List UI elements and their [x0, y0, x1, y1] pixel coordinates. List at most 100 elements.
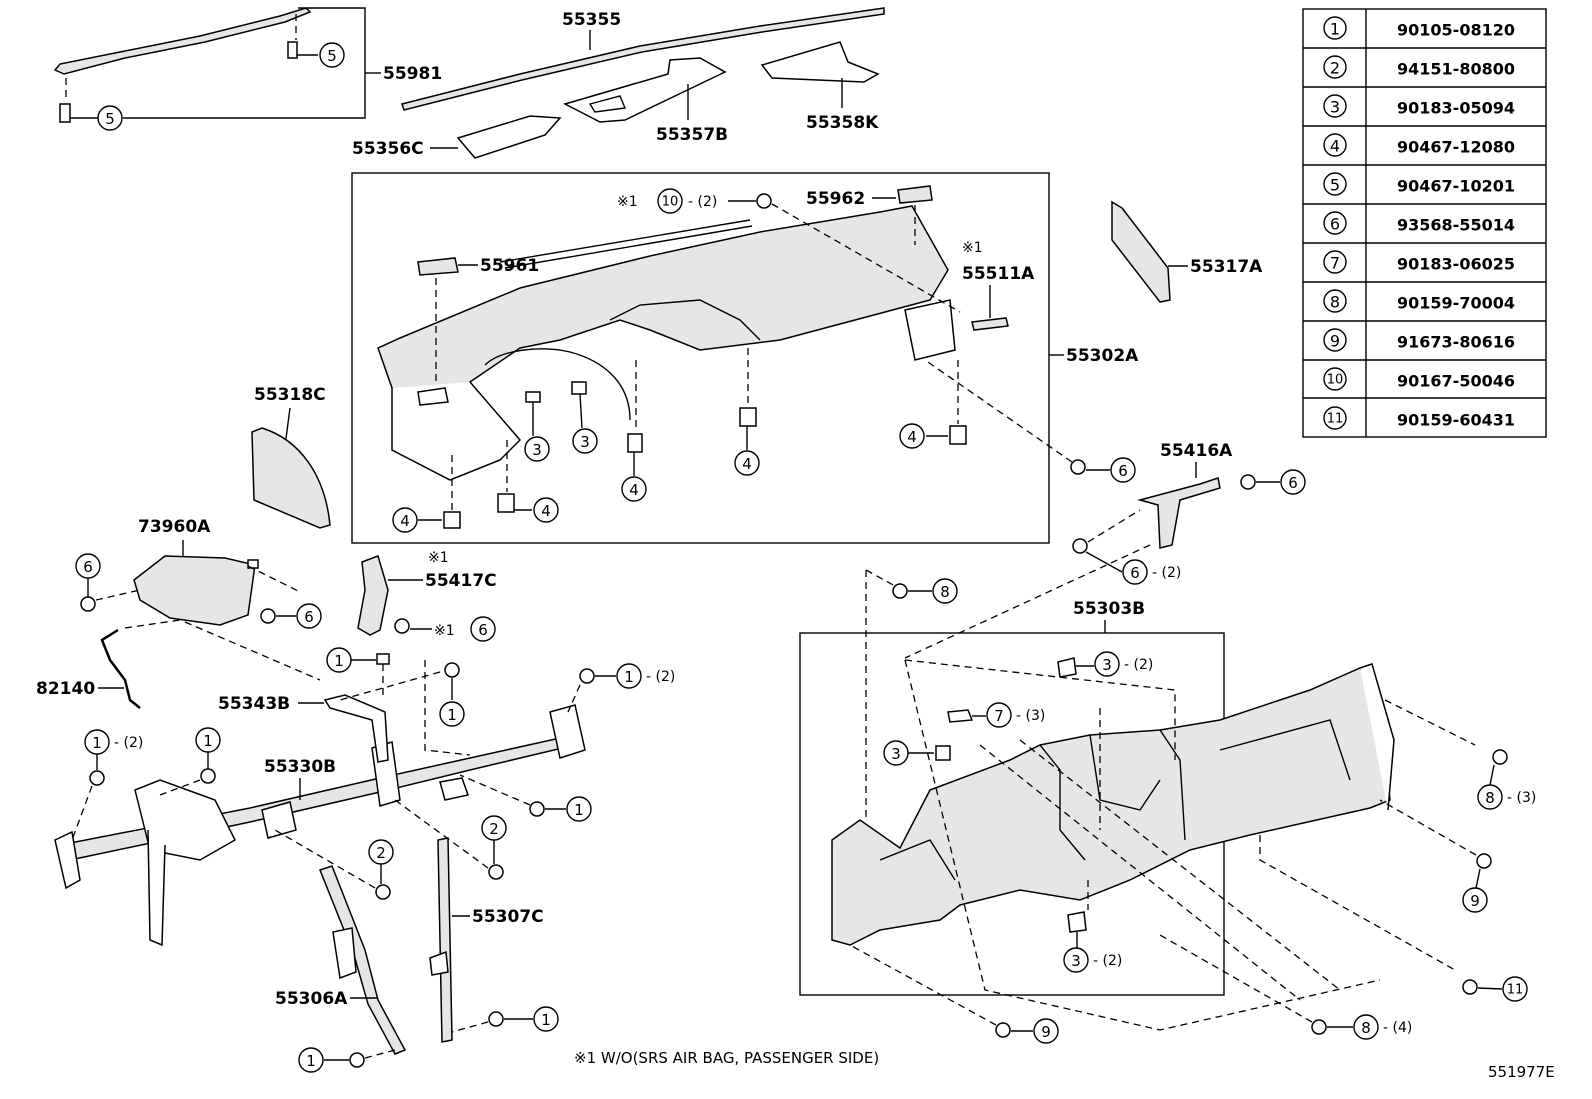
- part-label-55330B: 55330B: [264, 757, 336, 777]
- bolt-icon: [1492, 749, 1508, 765]
- reinforcement-part: [831, 667, 1391, 946]
- clip-icon: [497, 493, 515, 513]
- group-55981: 55981 5 5: [53, 7, 442, 131]
- callout-6: 6: [478, 621, 488, 639]
- clip-icon: [571, 381, 587, 395]
- group-55307C: 55307C 1: [429, 837, 559, 1043]
- note-mark: ※1: [617, 194, 638, 210]
- part-label-82140: 82140: [36, 679, 95, 699]
- callout-8: 8: [1485, 789, 1495, 807]
- ref-circle: [1323, 211, 1347, 235]
- callout-3: 3: [580, 433, 590, 451]
- part-label-55306A: 55306A: [275, 989, 348, 1009]
- part-label-55355: 55355: [562, 10, 621, 30]
- part-label-55356C: 55356C: [352, 139, 424, 159]
- callout-1: 1: [541, 1011, 551, 1029]
- clip-icon: [1067, 911, 1087, 933]
- part-label-55417C: 55417C: [425, 571, 497, 591]
- callout-11: 11: [1507, 983, 1524, 998]
- callout-qty: - (2): [1152, 565, 1181, 581]
- callout-6: 6: [1288, 474, 1298, 492]
- part-number: 90467-10201: [1397, 177, 1515, 196]
- callout-1: 1: [203, 732, 213, 750]
- callout-group-right: 8 - (3) 9 11 8 - (4) 9: [849, 749, 1536, 1044]
- callout-qty: - (2): [1093, 953, 1122, 969]
- group-82140: 82140: [36, 619, 181, 709]
- part-label-55511A: 55511A: [962, 264, 1035, 284]
- pad-part: [456, 115, 562, 159]
- ref-number: 6: [1330, 215, 1340, 234]
- callout-8: 8: [940, 583, 950, 601]
- ref-circle: [1323, 55, 1347, 79]
- group-55358K: 55358K: [760, 41, 880, 133]
- part-number: 91673-80616: [1397, 333, 1515, 352]
- part-label-55416A: 55416A: [1160, 441, 1233, 461]
- bolt-icon: [1476, 853, 1492, 869]
- clip-icon: [627, 433, 643, 453]
- bolt-icon: [995, 1022, 1011, 1038]
- group-73960A: 73960A 6 6: [75, 517, 322, 681]
- ref-number: 7: [1330, 254, 1340, 273]
- part-label-55981: 55981: [383, 64, 442, 84]
- callout-9: 9: [1041, 1023, 1051, 1041]
- ref-circle: [1323, 16, 1347, 40]
- bolt-icon: [200, 768, 216, 784]
- bolt-icon: [1070, 459, 1086, 475]
- callout-qty: - (2): [688, 194, 717, 210]
- callout-10: 10: [662, 195, 679, 210]
- strip-part: [401, 7, 885, 111]
- clip-icon: [1057, 657, 1077, 678]
- ref-number: 8: [1330, 293, 1340, 312]
- group-55330B: 55330B 55343B 1 1 1 - (2) 1 - (2) 1 1: [54, 647, 675, 947]
- part-label-55307C: 55307C: [472, 907, 544, 927]
- callout-qty: - (2): [646, 669, 675, 685]
- bolt-icon: [376, 653, 390, 665]
- ref-number: 9: [1330, 332, 1340, 351]
- part-label-55318C: 55318C: [254, 385, 326, 405]
- ref-number: 1: [1330, 20, 1340, 39]
- clip-icon: [935, 745, 951, 761]
- note-mark: ※1: [434, 623, 455, 639]
- callout-qty: - (2): [114, 735, 143, 751]
- part-label-55962: 55962: [806, 189, 865, 209]
- callout-2: 2: [489, 820, 499, 838]
- callout-4: 4: [400, 512, 410, 530]
- bracket-part: [357, 555, 389, 636]
- bolt-icon: [892, 583, 908, 599]
- clip-icon: [443, 511, 461, 529]
- callout-4: 4: [907, 428, 917, 446]
- brace-part: [323, 694, 389, 763]
- ref-circle: [1323, 94, 1347, 118]
- ref-number: 5: [1330, 176, 1340, 195]
- vent-part: [417, 257, 459, 276]
- part-label-55358K: 55358K: [806, 113, 879, 133]
- ref-circle: [1323, 406, 1347, 430]
- ref-number: 3: [1330, 98, 1340, 117]
- bracket-part: [1137, 477, 1221, 549]
- callout-3: 3: [1071, 952, 1081, 970]
- screw-icon: [947, 709, 974, 723]
- group-box: [351, 172, 1050, 544]
- bolt-icon: [1072, 538, 1088, 554]
- pad-part: [760, 41, 880, 83]
- ref-number: 2: [1330, 59, 1340, 78]
- bolt-icon: [1311, 1019, 1327, 1035]
- callout-group-8: 8: [865, 569, 958, 820]
- note-mark: ※1: [428, 550, 449, 566]
- callout-qty: - (3): [1016, 708, 1045, 724]
- nut-icon: [488, 864, 504, 880]
- group-55357B: 55357B: [562, 57, 728, 145]
- callout-2: 2: [376, 844, 386, 862]
- part-number: 90105-08120: [1397, 21, 1515, 40]
- callout-1: 1: [447, 706, 457, 724]
- group-55318C: 55318C: [251, 385, 331, 529]
